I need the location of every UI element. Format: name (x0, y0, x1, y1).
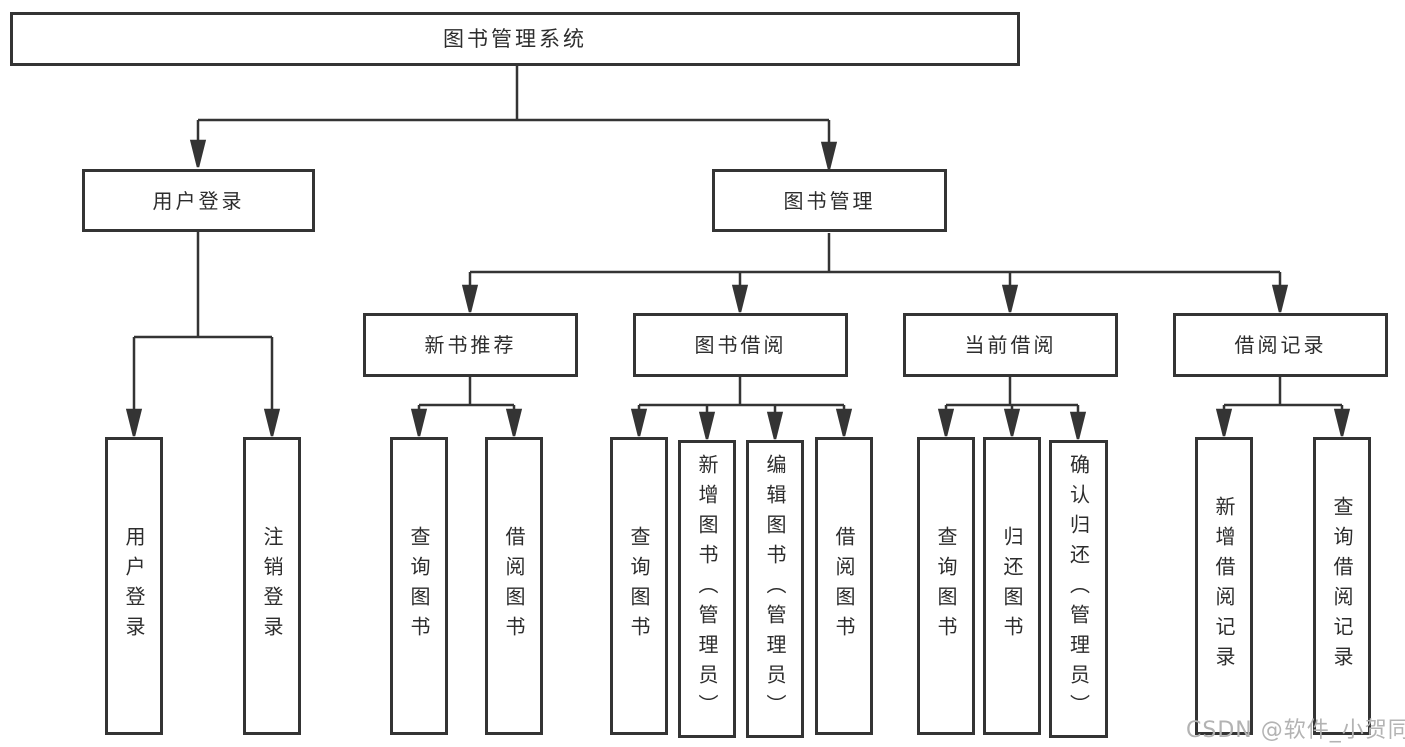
arrowhead (125, 408, 143, 437)
watermark: CSDN @软件_小贺同学 (1186, 718, 1405, 743)
arrowhead (410, 408, 428, 437)
arrowhead (766, 411, 784, 440)
node-label: 编辑图书（管理员） (763, 454, 787, 724)
connector-borrow-records-branch (1215, 377, 1351, 437)
node-borrow-records: 借阅记录 (1173, 313, 1388, 377)
leaf-newbook-query-books: 查询图书 (390, 437, 448, 735)
connector-root-to-level2 (189, 66, 838, 170)
arrowhead (1215, 408, 1233, 437)
connector-new-book-recommend-branch (410, 377, 523, 437)
connector-line (132, 232, 274, 418)
node-label: 用户登录 (122, 526, 146, 646)
arrowhead (1001, 284, 1019, 313)
arrowhead (189, 139, 207, 168)
node-label: 借阅图书 (502, 526, 526, 646)
arrowhead (1003, 408, 1021, 437)
node-label: 图书借阅 (694, 333, 787, 357)
node-label: 查询借阅记录 (1330, 496, 1354, 676)
arrowhead (1271, 284, 1289, 313)
arrowhead (937, 408, 955, 437)
connector-current-borrow-branch (937, 377, 1087, 440)
arrowhead (1333, 408, 1351, 437)
leaf-newbook-borrow-books: 借阅图书 (485, 437, 543, 735)
node-label: 注销登录 (260, 526, 284, 646)
arrowhead (835, 408, 853, 437)
node-label: 借阅图书 (832, 526, 856, 646)
connector-book-management-branch (461, 233, 1289, 313)
node-label: 确认归还（管理员） (1066, 454, 1091, 724)
node-book-management: 图书管理 (712, 169, 947, 232)
node-label: 查询图书 (934, 526, 958, 646)
leaf-borrow-borrow-books: 借阅图书 (815, 437, 873, 735)
node-label: 归还图书 (1000, 526, 1024, 646)
connector-user-login-branch (125, 232, 281, 437)
arrowhead (630, 408, 648, 437)
node-label: 查询图书 (407, 526, 431, 646)
node-new-book-recommend: 新书推荐 (363, 313, 578, 377)
node-label: 新增借阅记录 (1212, 496, 1236, 676)
connector-line (417, 377, 516, 418)
leaf-borrow-edit-books-admin: 编辑图书（管理员） (746, 440, 804, 738)
node-label: 图书管理系统 (443, 26, 587, 51)
leaf-borrow-add-books-admin: 新增图书（管理员） (678, 440, 736, 738)
node-book-borrow: 图书借阅 (633, 313, 848, 377)
leaf-logout: 注销登录 (243, 437, 301, 735)
arrowhead (505, 408, 523, 437)
arrowhead (698, 411, 716, 440)
arrowhead (731, 284, 749, 313)
arrowhead (820, 141, 838, 170)
node-label: 图书管理 (783, 188, 876, 213)
connector-line (468, 233, 1282, 292)
node-label: 查询图书 (627, 526, 651, 646)
connector-book-borrow-branch (630, 377, 853, 440)
leaf-records-query-borrow-record: 查询借阅记录 (1313, 437, 1371, 735)
leaf-user-login: 用户登录 (105, 437, 163, 735)
arrowhead (1069, 411, 1087, 440)
leaf-current-query-books: 查询图书 (917, 437, 975, 735)
connector-line (637, 377, 846, 421)
connector-line (196, 66, 831, 150)
connector-line (1222, 377, 1344, 418)
node-label: 用户登录 (152, 188, 245, 213)
leaf-borrow-query-books: 查询图书 (610, 437, 668, 735)
arrowhead (461, 284, 479, 313)
node-current-borrow: 当前借阅 (903, 313, 1118, 377)
node-label: 借阅记录 (1234, 333, 1327, 357)
arrowhead (263, 408, 281, 437)
leaf-records-add-borrow-record: 新增借阅记录 (1195, 437, 1253, 735)
leaf-current-return-books: 归还图书 (983, 437, 1041, 735)
node-label: 当前借阅 (964, 333, 1057, 357)
node-label: 新增图书（管理员） (695, 454, 719, 724)
node-library-management-system: 图书管理系统 (10, 12, 1020, 66)
leaf-current-confirm-return-admin: 确认归还（管理员） (1049, 440, 1108, 738)
node-label: 新书推荐 (424, 333, 517, 357)
node-user-login: 用户登录 (82, 169, 315, 232)
